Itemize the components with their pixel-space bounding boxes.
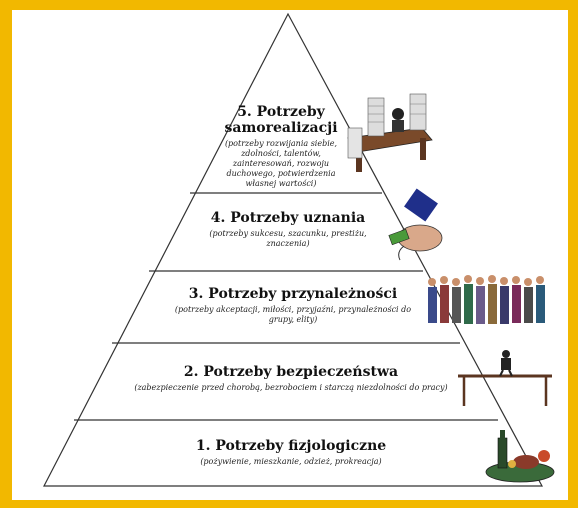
level-2-subtitle: (zabezpieczenie przed chorobą, bezroboci… <box>134 383 448 392</box>
level-1-subtitle: (pożywienie, mieszkanie, odzież, prokrea… <box>200 457 382 466</box>
level-1-title: 1. Potrzeby fizjologiczne <box>195 438 387 454</box>
level-3-title: 3. Potrzeby przynależności <box>188 286 398 302</box>
pyramid-diagram <box>43 12 555 487</box>
pyramid-level-2: 2. Potrzeby bezpieczeństwa (zabezpieczen… <box>118 364 464 393</box>
tightrope-walker-icon <box>458 350 552 406</box>
level-4-subtitle: (potrzeby sukcesu, szacunku, prestiżu, z… <box>209 229 367 248</box>
handshake-icon <box>388 188 443 261</box>
pyramid-level-4: 4. Potrzeby uznania (potrzeby sukcesu, s… <box>188 210 388 249</box>
level-5-title: 5. Potrzeby samorealizacji <box>224 104 338 136</box>
level-3-subtitle: (potrzeby akceptacji, miłości, przyjaźni… <box>174 305 412 324</box>
pyramid-outline <box>43 12 544 487</box>
pyramid-level-3: 3. Potrzeby przynależności (potrzeby akc… <box>168 286 418 325</box>
level-4-title: 4. Potrzeby uznania <box>210 210 366 226</box>
level-5-subtitle: (potrzeby rozwijania siebie, zdolności, … <box>224 139 338 188</box>
people-group-icon <box>428 275 545 324</box>
pyramid-level-5: 5. Potrzeby samorealizacji (potrzeby roz… <box>218 104 344 189</box>
office-desk-icon <box>347 93 433 172</box>
pyramid-level-1: 1. Potrzeby fizjologiczne (pożywienie, m… <box>138 438 444 467</box>
pyramid-panel: 5. Potrzeby samorealizacji (potrzeby roz… <box>12 10 568 500</box>
food-wine-icon <box>485 430 555 483</box>
level-2-title: 2. Potrzeby bezpieczeństwa <box>183 364 399 380</box>
